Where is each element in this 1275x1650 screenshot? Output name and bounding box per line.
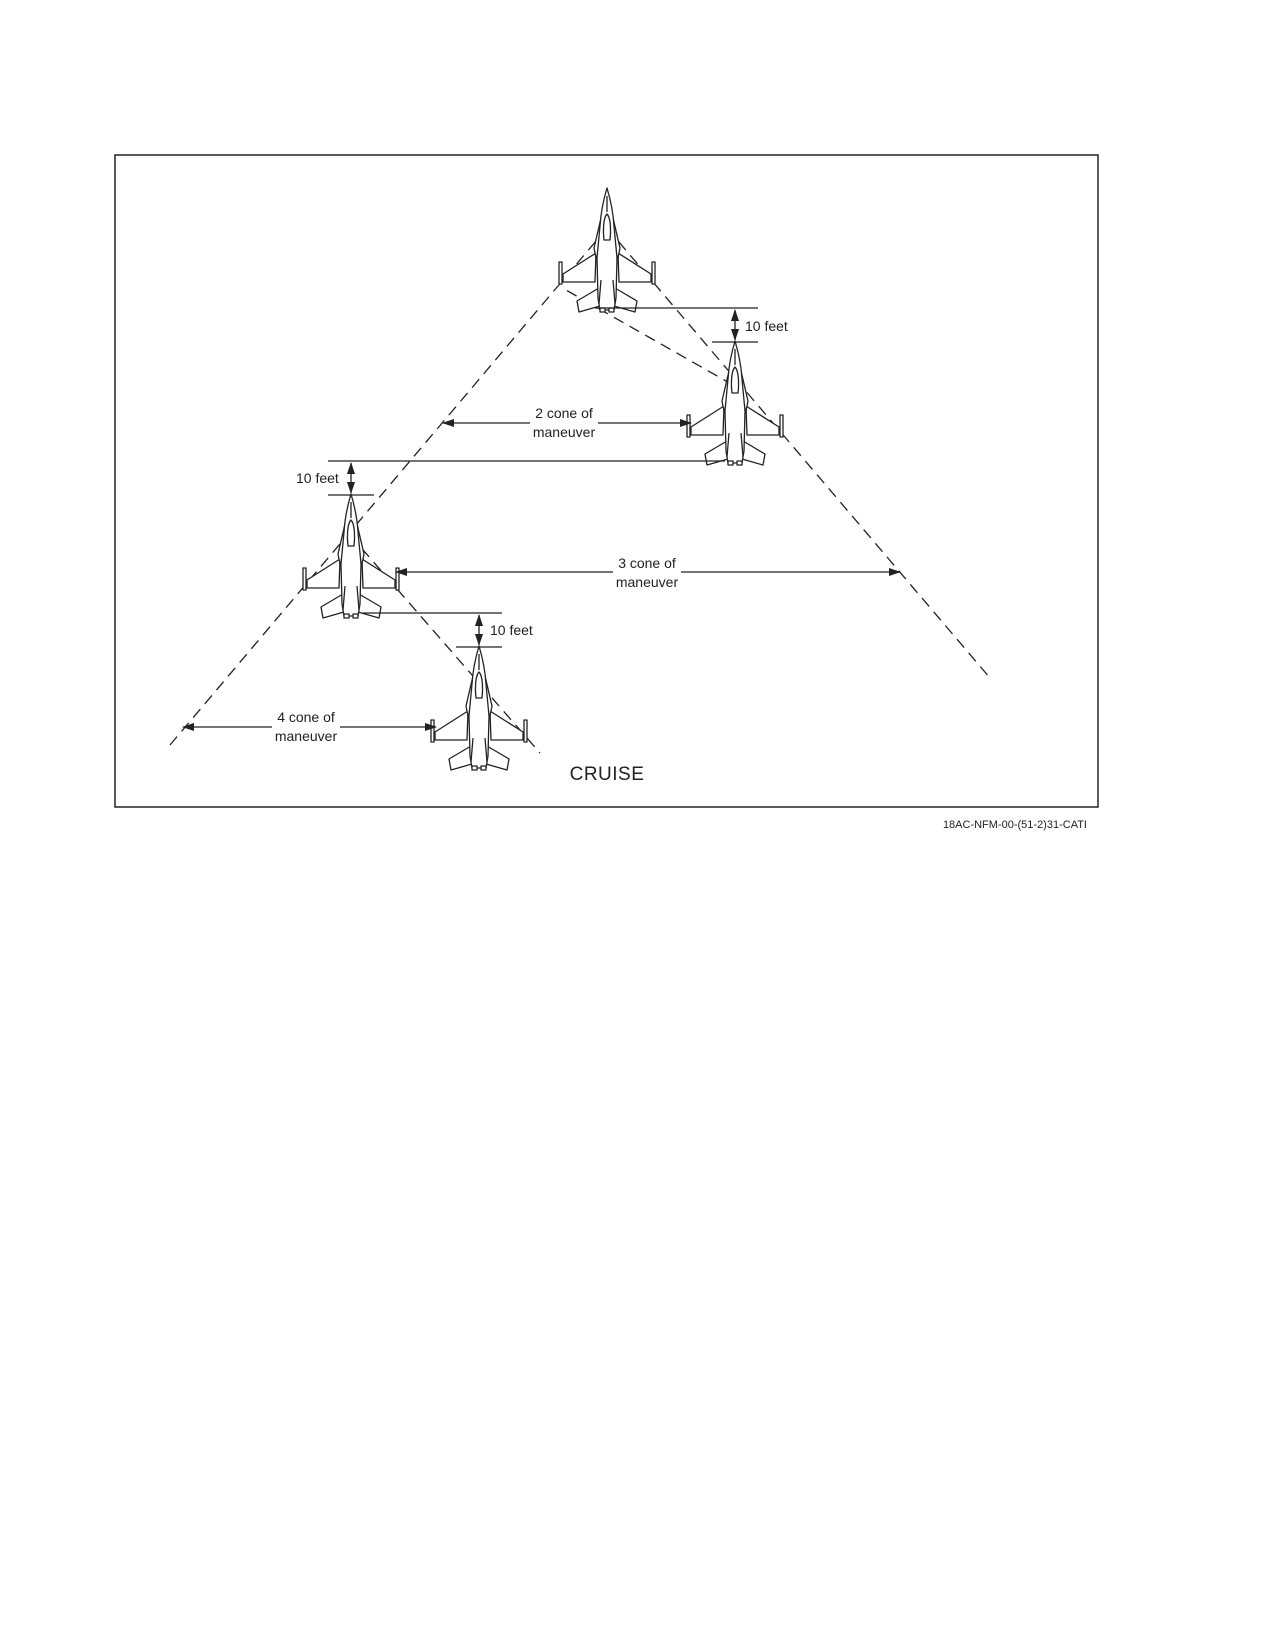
separation-lead-2-label: 10 feet <box>745 318 788 334</box>
separation-2-3-label: 10 feet <box>296 470 339 486</box>
cone-4-label-line2: maneuver <box>275 728 338 744</box>
aircraft-4 <box>430 645 528 771</box>
figure-frame <box>114 154 1099 808</box>
separation-lead-2 <box>595 307 758 343</box>
aircraft-3 <box>302 493 400 619</box>
cone-4-label-line1: 4 cone of <box>277 709 335 725</box>
aircraft-lead <box>558 187 656 313</box>
separation-3-4 <box>363 612 502 648</box>
cone-2-label-line1: 2 cone of <box>535 405 593 421</box>
diagram-title: CRUISE <box>570 764 645 785</box>
separation-3-4-label: 10 feet <box>490 622 533 638</box>
cone-lines <box>169 227 991 754</box>
cone-3-label-line1: 3 cone of <box>618 555 676 571</box>
aircraft-2 <box>686 340 784 466</box>
separation-2-3 <box>328 460 725 496</box>
cone-3-label-line2: maneuver <box>616 574 679 590</box>
figure-code: 18AC-NFM-00-(51-2)31-CATI <box>943 819 1087 831</box>
cone-2-label-line2: maneuver <box>533 424 596 440</box>
